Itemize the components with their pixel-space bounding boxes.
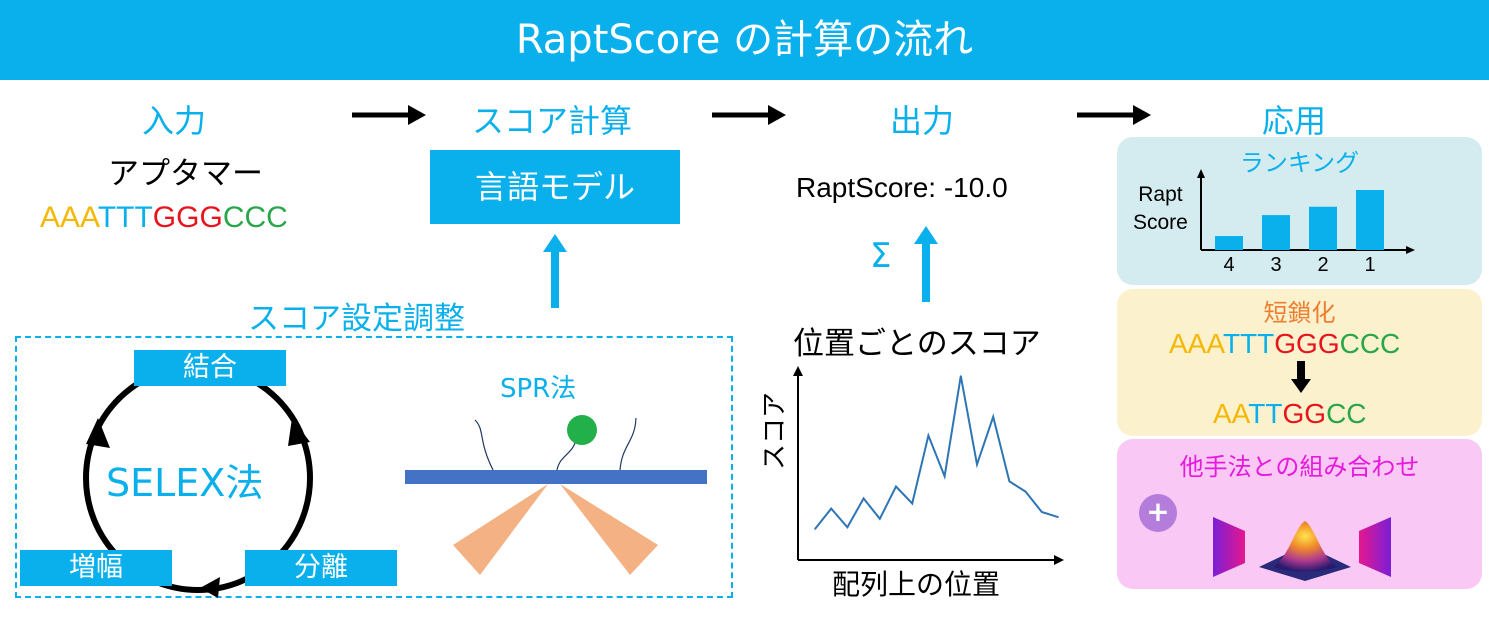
- score-point-10: [976, 463, 978, 466]
- position-score-chart: [793, 366, 1064, 565]
- flow-arrow-3: [1077, 105, 1151, 125]
- ranking-tick-2: 2: [1317, 254, 1329, 276]
- decoder-shape: [1359, 517, 1391, 577]
- score-point-9: [960, 375, 962, 377]
- combination-panel: 他手法との組み合わせ +: [1117, 439, 1482, 589]
- score-point-1: [830, 507, 832, 510]
- spr-strand-3: [619, 417, 637, 471]
- seq-t: TTT: [97, 201, 153, 234]
- language-model-box: 言語モデル: [430, 150, 680, 224]
- tuning-box: [15, 336, 733, 598]
- ranking-bar-1: [1356, 190, 1384, 250]
- score-point-5: [895, 485, 897, 488]
- score-point-6: [911, 502, 913, 505]
- stage-score-calc: スコア計算: [472, 102, 633, 140]
- spr-target-molecule: [567, 415, 597, 445]
- flow-arrow-2: [712, 105, 786, 125]
- to-c: CC: [1326, 398, 1367, 429]
- spr-strand-2: [556, 439, 577, 471]
- from-a: AAA: [1169, 328, 1223, 359]
- cycle-arrowhead-right: [288, 418, 310, 446]
- step-binding: 結合: [134, 350, 286, 386]
- step-amplification: 増幅: [20, 550, 172, 586]
- page-title: RaptScore の計算の流れ: [0, 0, 1489, 80]
- ranking-tick-4: 4: [1223, 254, 1235, 276]
- score-point-2: [846, 526, 849, 529]
- stage-input: 入力: [142, 102, 207, 140]
- ranking-ylabel-line2: Score: [1133, 211, 1188, 234]
- raptscore-value: RaptScore: -10.0: [796, 172, 1008, 203]
- stage-output: 出力: [890, 102, 955, 140]
- shortening-to: AATTGGCC: [1213, 397, 1367, 430]
- from-t: TTT: [1222, 328, 1275, 359]
- shortening-arrow: [1291, 361, 1311, 393]
- sum-symbol: Σ: [870, 236, 892, 276]
- shortening-title: 短鎖化: [1263, 299, 1336, 327]
- latent-peak: [1273, 521, 1337, 572]
- sum-arrow: [914, 226, 938, 302]
- ranking-tick-1: 1: [1364, 254, 1376, 276]
- selex-label: SELEX法: [106, 461, 264, 505]
- cycle-arrowhead-left: [86, 418, 110, 448]
- ranking-bar-2: [1309, 206, 1337, 250]
- tuning-arrow: [543, 234, 567, 308]
- from-c: CCC: [1339, 328, 1401, 359]
- spr-light-out: [560, 484, 658, 575]
- stage-application: 応用: [1262, 102, 1327, 140]
- score-point-15: [1057, 516, 1059, 518]
- from-g: GGG: [1274, 328, 1340, 359]
- score-point-4: [879, 518, 881, 520]
- score-point-14: [1041, 511, 1043, 513]
- score-point-12: [1008, 480, 1011, 483]
- seq-a: AAA: [40, 201, 98, 234]
- chart-y-arrow: [793, 366, 803, 376]
- ranking-bars: [1215, 190, 1384, 250]
- score-point-13: [1024, 490, 1027, 493]
- score-line: [814, 375, 1059, 530]
- ranking-bar-4: [1215, 236, 1243, 250]
- score-point-3: [862, 497, 865, 500]
- spr-sensor-plate: [405, 470, 707, 484]
- ranking-title: ランキング: [1239, 149, 1360, 177]
- score-point-0: [814, 528, 816, 530]
- score-point-8: [943, 475, 946, 478]
- aptamer-label: アプタマー: [108, 156, 263, 192]
- ranking-ticks: 4 3 2 1: [1197, 254, 1422, 282]
- ranking-ylabel-line1: Rapt: [1138, 183, 1183, 206]
- per-position-label: 位置ごとのスコア: [793, 326, 1041, 362]
- tuning-title: スコア設定調整: [248, 301, 465, 337]
- score-point-7: [927, 434, 930, 437]
- spr-label: SPR法: [500, 374, 577, 404]
- autoencoder-icon: [1213, 517, 1391, 581]
- chart-xlabel: 配列上の位置: [832, 568, 1001, 601]
- seq-g: GGG: [152, 201, 223, 234]
- to-g: GG: [1282, 398, 1327, 429]
- chart-series: [814, 375, 1059, 530]
- ranking-tick-3: 3: [1270, 254, 1282, 276]
- shortening-from: AAATTTGGGCCC: [1169, 327, 1400, 360]
- encoder-shape: [1213, 517, 1245, 577]
- spr-strand-1: [474, 419, 494, 471]
- ranking-bar-3: [1262, 215, 1290, 250]
- plus-icon: +: [1139, 494, 1177, 532]
- ranking-panel: ランキング Rapt Score 4 3 2 1: [1117, 137, 1482, 285]
- shortening-panel: 短鎖化 AAATTTGGGCCC AATTGGCC: [1117, 289, 1482, 436]
- ranking-chart: [1197, 169, 1415, 254]
- combination-title: 他手法との組み合わせ: [1179, 453, 1420, 481]
- to-t: TT: [1248, 398, 1283, 429]
- spr-diagram: [405, 415, 707, 575]
- score-point-11: [992, 416, 994, 418]
- spr-light-in: [453, 484, 548, 575]
- flow-arrow-1: [352, 105, 426, 125]
- step-separation: 分離: [245, 550, 397, 586]
- seq-c: CCC: [222, 201, 288, 234]
- ranking-ylabel: Rapt Score: [1133, 181, 1188, 237]
- chart-x-arrow: [1054, 555, 1064, 565]
- cycle-arrowhead-bottom: [200, 577, 220, 598]
- input-sequence: AAATTTGGGCCC: [40, 200, 288, 235]
- chart-ylabel: スコア: [760, 391, 790, 470]
- to-a: AA: [1213, 398, 1249, 429]
